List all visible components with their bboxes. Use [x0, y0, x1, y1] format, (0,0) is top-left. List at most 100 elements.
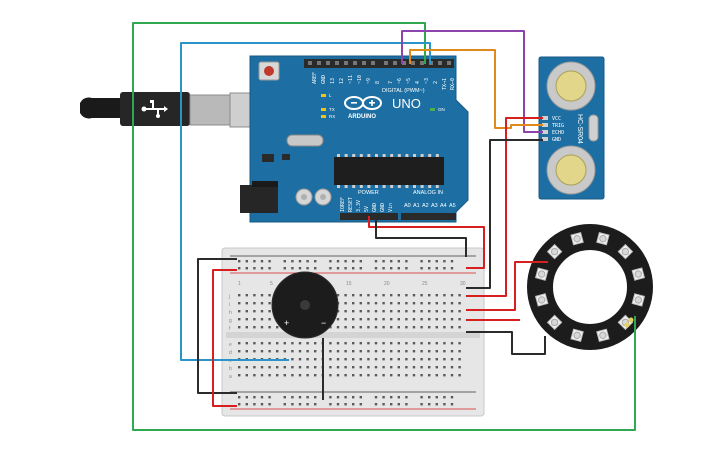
wire-black-sensor-gnd[interactable] [466, 139, 543, 289]
breadboard-hole [344, 326, 347, 329]
breadboard-hole [253, 326, 256, 329]
digital-header-label: DIGITAL (PWM~) [382, 88, 425, 94]
led-lens [573, 234, 581, 243]
analog-pin-label: A2 [422, 203, 429, 209]
wire-red-sensor-vcc[interactable] [466, 117, 543, 297]
chip-leg [344, 185, 348, 188]
rail-hole [336, 260, 340, 263]
wire-red-5v[interactable] [368, 216, 485, 269]
breadboard-hole [253, 374, 256, 377]
breadboard-hole [382, 374, 385, 377]
usb-plug-metal [189, 94, 231, 126]
led-lens [599, 234, 607, 243]
breadboard-hole [443, 366, 446, 369]
breadboard-hole [458, 366, 461, 369]
header-pin [344, 61, 348, 65]
breadboard-hole [260, 310, 264, 313]
header-pin [335, 61, 339, 65]
digital-pin-label: ~9 [366, 78, 372, 84]
breadboard-hole [405, 302, 408, 305]
breadboard-hole [420, 350, 423, 353]
column-number: 15 [346, 281, 352, 287]
breadboard-hole [336, 366, 340, 369]
chip-leg [435, 154, 439, 157]
led-lens [550, 318, 559, 327]
rail-hole [260, 396, 264, 399]
breadboard-hole [412, 374, 416, 377]
led-l-label: L [329, 93, 332, 98]
led-lens [634, 296, 642, 304]
breadboard-hole [397, 366, 400, 369]
breadboard-hole [435, 318, 438, 321]
breadboard-hole [245, 326, 248, 329]
column-number: 1 [238, 281, 241, 287]
digital-pin-label: ~11 [348, 75, 354, 84]
breadboard-hole [336, 342, 340, 345]
led-tx [321, 108, 326, 111]
reset-button-cap[interactable] [264, 66, 274, 76]
breadboard-hole [450, 358, 454, 361]
breadboard-hole [374, 366, 378, 369]
rail-hole [336, 403, 340, 406]
breadboard-hole [367, 302, 370, 305]
rail-hole [397, 260, 400, 263]
breadboard-hole [405, 358, 408, 361]
wire-purple-echo[interactable] [401, 30, 543, 133]
breadboard-hole [329, 374, 332, 377]
breadboard-hole [428, 294, 431, 297]
usb-cable-end [80, 97, 122, 119]
breadboard-hole [420, 302, 423, 305]
wire-orange-trig[interactable] [409, 49, 543, 129]
rail-hole [405, 267, 408, 270]
piezo-buzzer: + − [271, 271, 339, 339]
rail-hole [336, 396, 340, 399]
led-lens [599, 331, 607, 339]
breadboard-hole [245, 374, 248, 377]
breadboard-hole [238, 310, 241, 313]
atmega-chip-legs [337, 154, 439, 188]
chip-leg [428, 154, 432, 157]
wire-red-rail-link[interactable] [212, 269, 237, 407]
wire-black-rail-link[interactable] [197, 258, 237, 394]
breadboard-hole [268, 318, 271, 321]
rail-hole [435, 403, 438, 406]
breadboard-hole [435, 350, 438, 353]
breadboard-hole [291, 374, 294, 377]
sensor-pin-label: TRIG [552, 123, 564, 129]
buzzer-plus-label: + [284, 318, 289, 328]
rail-hole [435, 267, 438, 270]
chip-leg [405, 185, 409, 188]
breadboard-hole [405, 342, 408, 345]
breadboard-hole [367, 294, 370, 297]
breadboard-hole [336, 318, 340, 321]
rail-hole [336, 267, 340, 270]
chip-leg [420, 185, 424, 188]
digital-pin-label: ~5 [406, 78, 412, 84]
breadboard-hole [245, 366, 248, 369]
wire-black-ring-gnd[interactable] [466, 331, 546, 355]
breadboard-hole [458, 310, 461, 313]
breadboard-hole [435, 326, 438, 329]
neopixel-led [570, 328, 584, 343]
wire-green-ring-data[interactable] [132, 22, 636, 431]
breadboard-hole [382, 318, 385, 321]
breadboard-hole [253, 366, 256, 369]
rail-hole [268, 260, 271, 263]
rail-hole [260, 403, 264, 406]
wire-red-ring-power[interactable] [466, 261, 548, 311]
rail-hole [359, 396, 362, 399]
breadboard-hole [405, 350, 408, 353]
breadboard-hole [450, 342, 454, 345]
breadboard-hole [359, 326, 362, 329]
ring-leds [534, 231, 646, 343]
rail-hole [428, 403, 431, 406]
neopixel-led [631, 267, 646, 281]
rail-hole [443, 260, 446, 263]
breadboard-hole [359, 318, 362, 321]
rail-hole [253, 396, 256, 399]
row-letters: j i h g f e d c b a [228, 294, 232, 380]
rail-hole [352, 260, 355, 263]
wire-black-gnd[interactable] [375, 216, 467, 257]
breadboard-hole [374, 358, 378, 361]
header-pin [447, 61, 451, 65]
